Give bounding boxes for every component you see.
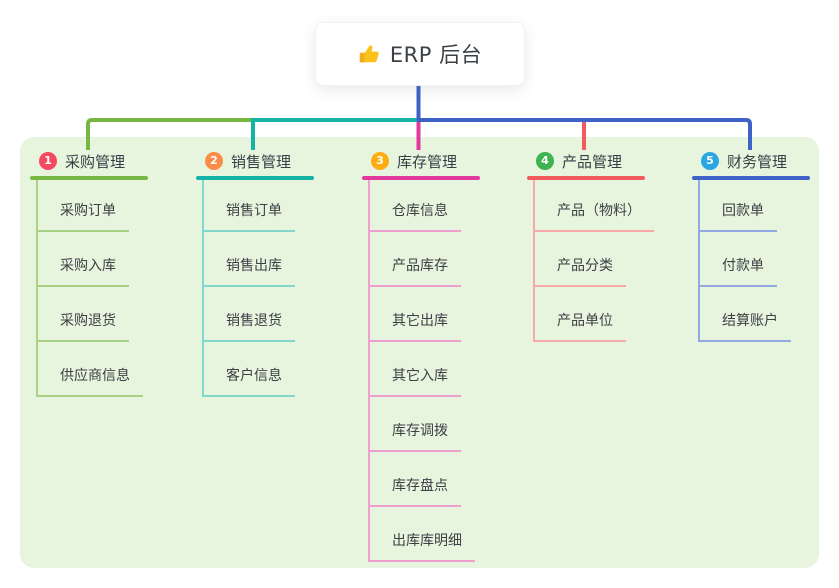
branch-underline bbox=[196, 176, 314, 180]
mindmap-item: 采购入库 bbox=[36, 255, 129, 287]
mindmap-item: 回款单 bbox=[698, 200, 777, 232]
mindmap-item: 销售退货 bbox=[202, 310, 295, 342]
mindmap-item: 出库库明细 bbox=[368, 530, 475, 562]
branch-title: 采购管理 bbox=[65, 152, 126, 171]
root-title: ERP 后台 bbox=[389, 43, 483, 67]
mindmap-item: 其它出库 bbox=[368, 310, 461, 342]
item-label: 采购退货 bbox=[60, 313, 116, 329]
mindmap-item: 付款单 bbox=[698, 255, 777, 287]
item-label: 供应商信息 bbox=[60, 368, 130, 384]
mindmap-item: 销售出库 bbox=[202, 255, 295, 287]
branch-underline bbox=[30, 176, 148, 180]
item-label: 付款单 bbox=[722, 258, 764, 274]
mindmap-item: 产品（物料） bbox=[533, 200, 654, 232]
item-label: 结算账户 bbox=[722, 313, 778, 329]
branch-inventory: 3 库存管理 仓库信息 产品库存 其它出库 其它入库 库存调拨 库存盘点 出库库… bbox=[362, 0, 480, 588]
branch-title: 销售管理 bbox=[231, 152, 292, 171]
item-label: 销售退货 bbox=[226, 313, 282, 329]
branch-badge: 5 bbox=[701, 152, 719, 170]
item-label: 销售出库 bbox=[226, 258, 282, 274]
mindmap-item: 结算账户 bbox=[698, 310, 791, 342]
branch-product: 4 产品管理 产品（物料） 产品分类 产品单位 bbox=[527, 0, 654, 588]
branch-title: 财务管理 bbox=[727, 152, 788, 171]
mindmap-item: 库存调拨 bbox=[368, 420, 461, 452]
branch-badge: 4 bbox=[536, 152, 554, 170]
branch-header: 2 销售管理 bbox=[196, 148, 314, 180]
mindmap-item: 销售订单 bbox=[202, 200, 295, 232]
branch-badge: 3 bbox=[371, 152, 389, 170]
item-label: 库存调拨 bbox=[392, 423, 448, 439]
branch-header: 1 采购管理 bbox=[30, 148, 148, 180]
branch-badge: 1 bbox=[39, 152, 57, 170]
mindmap-item: 仓库信息 bbox=[368, 200, 461, 232]
item-label: 库存盘点 bbox=[392, 478, 448, 494]
mindmap-item: 采购订单 bbox=[36, 200, 129, 232]
item-label: 仓库信息 bbox=[392, 203, 448, 219]
item-label: 出库库明细 bbox=[392, 533, 462, 549]
branch-underline bbox=[692, 176, 810, 180]
branch-spine bbox=[202, 180, 204, 396]
item-label: 其它入库 bbox=[392, 368, 448, 384]
item-label: 产品（物料） bbox=[557, 203, 641, 219]
item-label: 产品单位 bbox=[557, 313, 613, 329]
branch-header: 3 库存管理 bbox=[362, 148, 480, 180]
item-label: 产品分类 bbox=[557, 258, 613, 274]
mindmap-item: 产品分类 bbox=[533, 255, 626, 287]
branch-spine bbox=[36, 180, 38, 396]
mindmap-panel bbox=[20, 137, 819, 568]
root-node: ERP 后台 bbox=[315, 22, 525, 86]
item-label: 客户信息 bbox=[226, 368, 282, 384]
branch-purchase: 1 采购管理 采购订单 采购入库 采购退货 供应商信息 bbox=[30, 0, 148, 588]
mindmap-item: 库存盘点 bbox=[368, 475, 461, 507]
branch-spine bbox=[368, 180, 370, 561]
item-label: 其它出库 bbox=[392, 313, 448, 329]
branch-underline bbox=[362, 176, 480, 180]
mindmap-item: 产品库存 bbox=[368, 255, 461, 287]
mindmap-item: 客户信息 bbox=[202, 365, 295, 397]
item-label: 销售订单 bbox=[226, 203, 282, 219]
item-label: 产品库存 bbox=[392, 258, 448, 274]
branch-title: 产品管理 bbox=[562, 152, 623, 171]
branch-badge: 2 bbox=[205, 152, 223, 170]
mindmap-item: 其它入库 bbox=[368, 365, 461, 397]
branch-spine bbox=[698, 180, 700, 341]
branch-title: 库存管理 bbox=[397, 152, 458, 171]
mindmap-item: 产品单位 bbox=[533, 310, 626, 342]
item-label: 采购入库 bbox=[60, 258, 116, 274]
item-label: 回款单 bbox=[722, 203, 764, 219]
branch-sales: 2 销售管理 销售订单 销售出库 销售退货 客户信息 bbox=[196, 0, 314, 588]
branch-finance: 5 财务管理 回款单 付款单 结算账户 bbox=[692, 0, 810, 588]
branch-underline bbox=[527, 176, 645, 180]
item-label: 采购订单 bbox=[60, 203, 116, 219]
branch-header: 4 产品管理 bbox=[527, 148, 645, 180]
mindmap-item: 采购退货 bbox=[36, 310, 129, 342]
mindmap-item: 供应商信息 bbox=[36, 365, 143, 397]
branch-spine bbox=[533, 180, 535, 341]
branch-header: 5 财务管理 bbox=[692, 148, 810, 180]
thumbs-up-icon bbox=[358, 43, 381, 66]
